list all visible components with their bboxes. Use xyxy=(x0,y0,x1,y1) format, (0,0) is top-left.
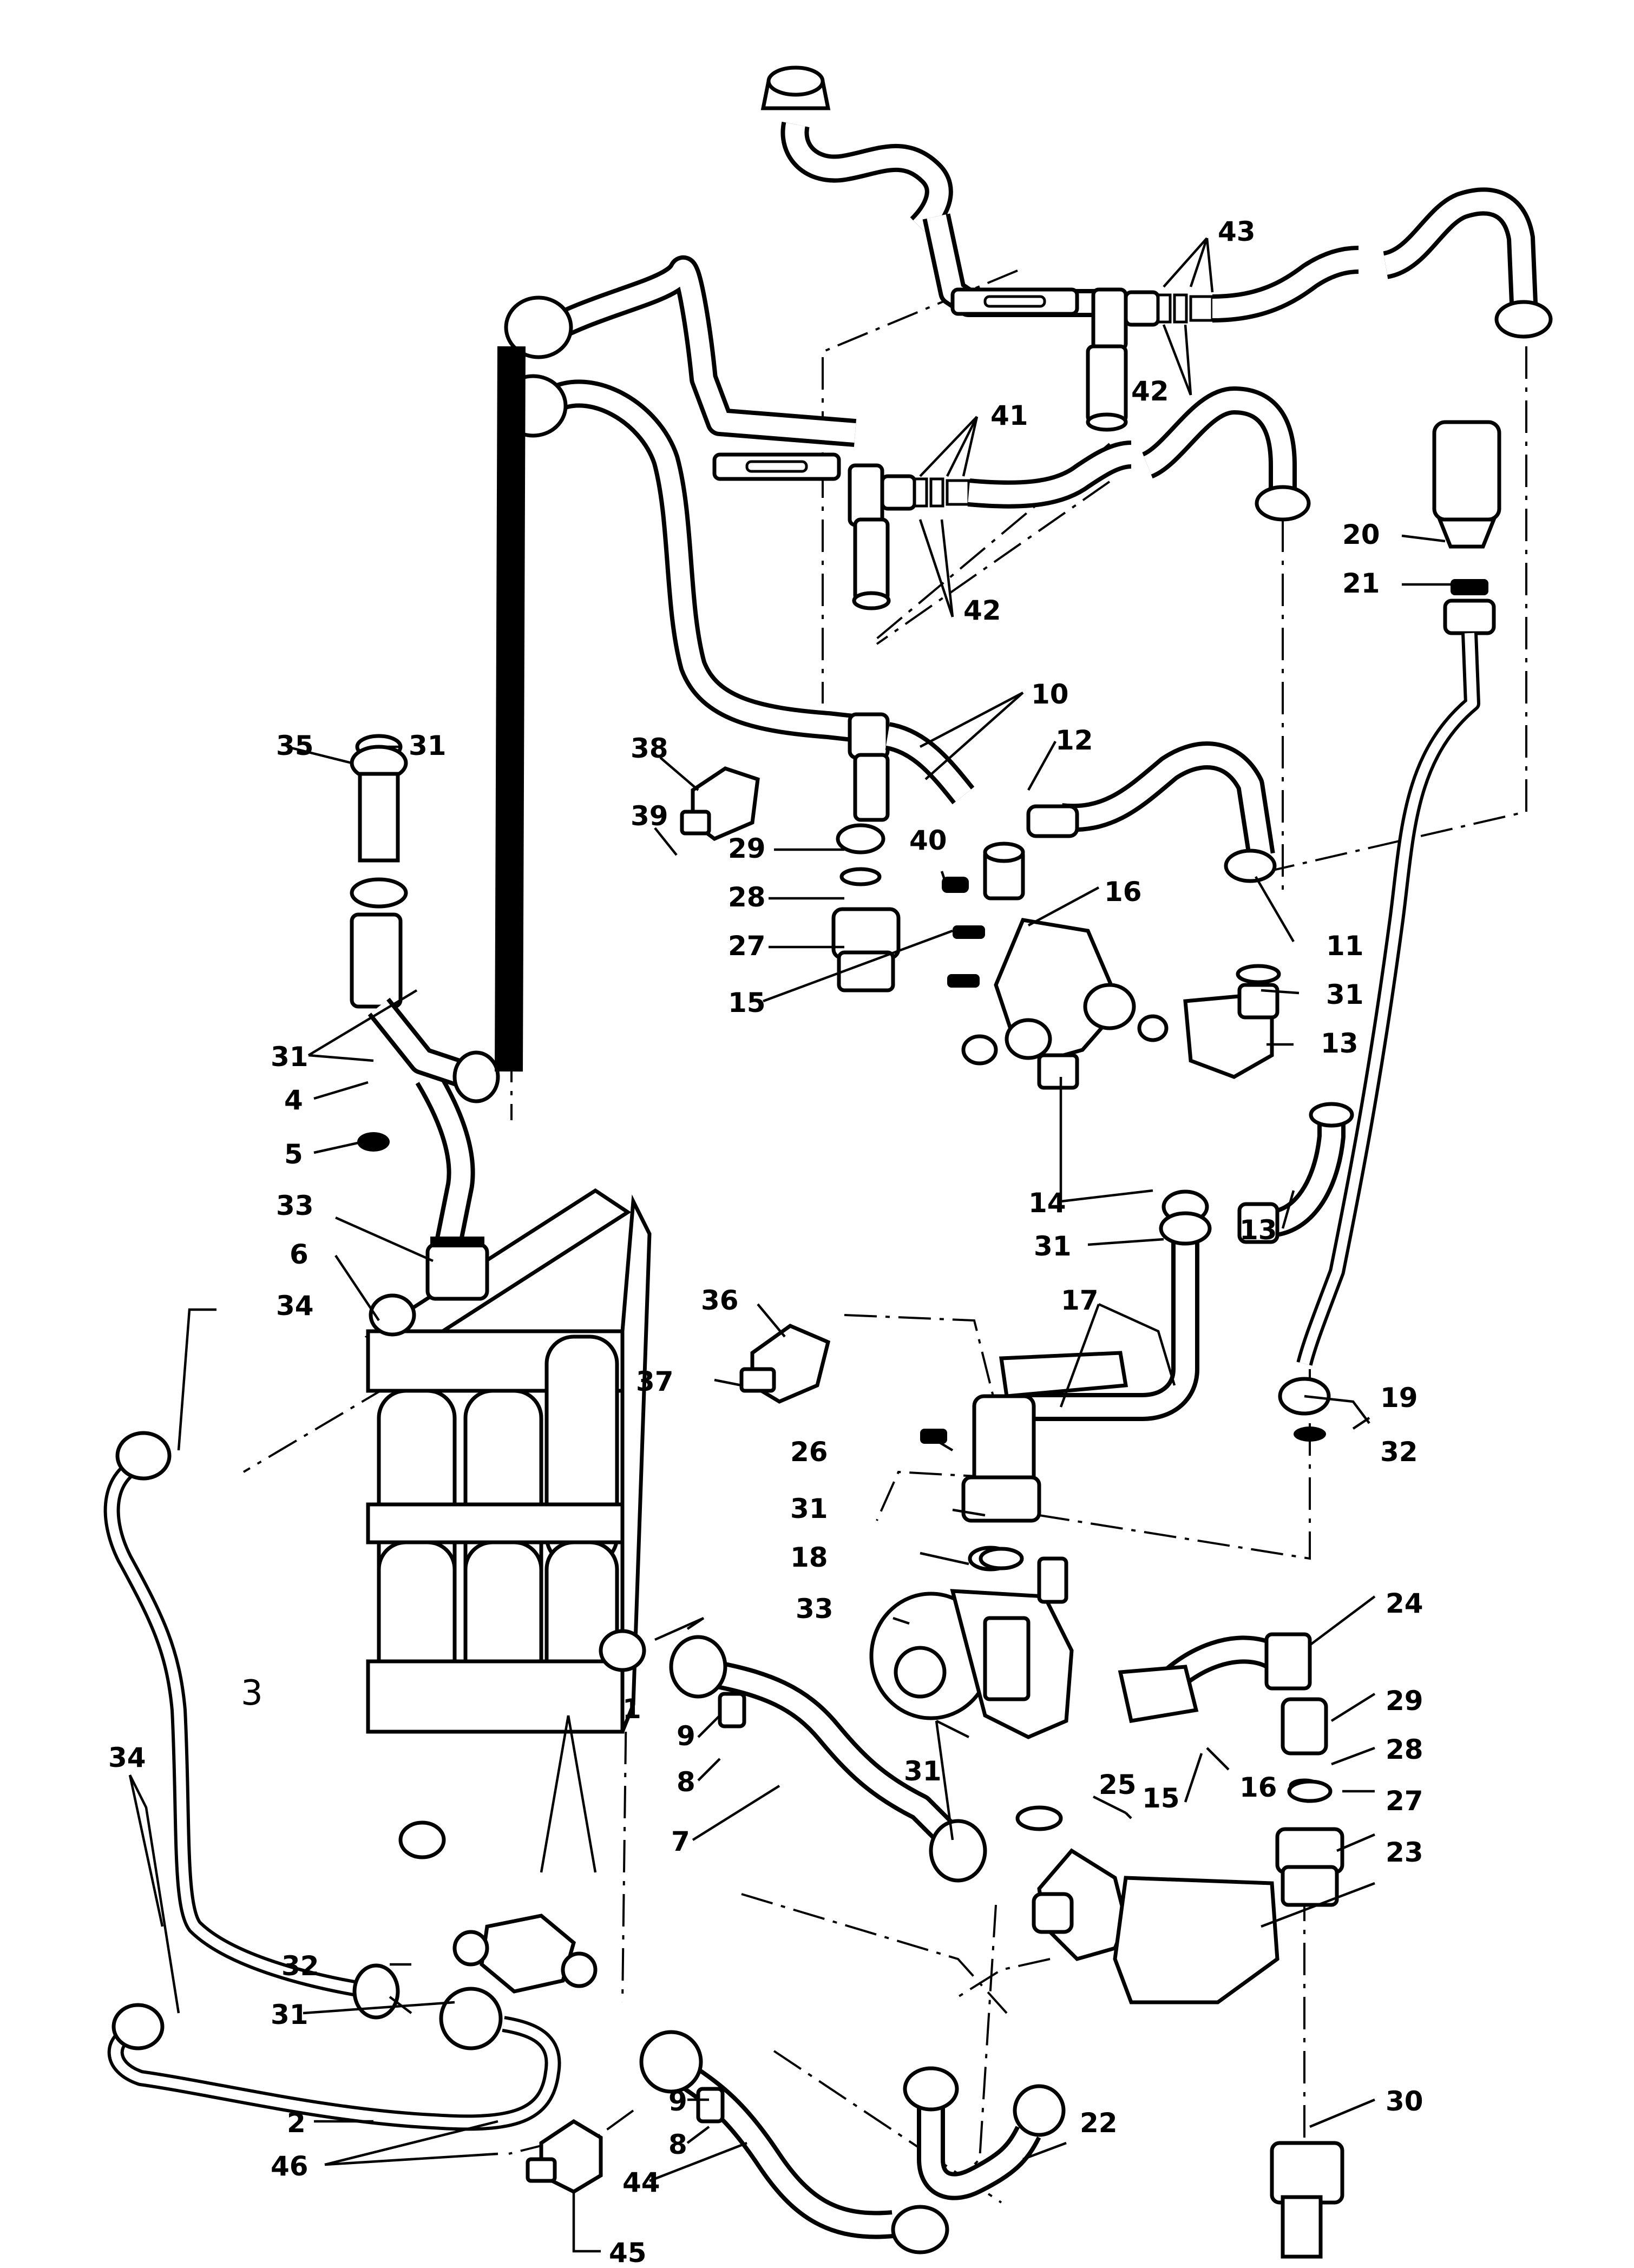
valve-block-14 xyxy=(942,842,1169,1090)
label-23: 23 xyxy=(1386,1837,1423,1868)
label-27-right: 27 xyxy=(1386,1785,1423,1817)
label-31-lower: 31 xyxy=(904,1756,942,1787)
label-39: 39 xyxy=(631,800,668,832)
label-6: 6 xyxy=(290,1239,309,1270)
bypass-1 xyxy=(452,1914,598,1994)
label-16-top: 16 xyxy=(1104,876,1142,908)
label-12: 12 xyxy=(1055,725,1093,756)
pump-18 xyxy=(869,1546,1074,1739)
label-13-lower: 13 xyxy=(1239,1214,1277,1246)
label-35: 35 xyxy=(276,730,314,761)
pipe-3 xyxy=(103,1431,400,2020)
upper-branch-assembly xyxy=(760,65,1553,432)
valve-23 xyxy=(1015,1805,1279,2004)
label-28-left: 28 xyxy=(728,882,766,913)
leader-lines xyxy=(128,237,1456,2253)
fitting-27-right xyxy=(1270,1779,1344,2259)
label-31-top: 31 xyxy=(409,730,447,761)
sensor-38 xyxy=(680,766,760,842)
pipe-22 xyxy=(903,2066,1066,2200)
label-31-pump: 31 xyxy=(790,1493,828,1524)
label-7: 7 xyxy=(671,1826,690,1857)
label-15-top: 15 xyxy=(728,987,766,1018)
pipe-7 xyxy=(669,1635,987,1883)
label-9-upper: 9 xyxy=(677,1720,695,1752)
label-27-left: 27 xyxy=(728,930,766,962)
label-44: 44 xyxy=(622,2167,660,2198)
actuator-13 xyxy=(1183,964,1354,1244)
label-34-lower: 34 xyxy=(108,1742,146,1773)
label-13-upper: 13 xyxy=(1321,1028,1359,1059)
label-42-upper: 42 xyxy=(1131,376,1169,407)
middle-branch-assembly xyxy=(504,255,1311,610)
label-32-left: 32 xyxy=(281,1950,319,1982)
label-8-lower: 8 xyxy=(668,2129,687,2160)
label-30: 30 xyxy=(1386,2086,1423,2117)
label-1: 1 xyxy=(622,1693,641,1725)
label-43: 43 xyxy=(1218,216,1256,247)
pipe-11 xyxy=(1026,741,1277,883)
label-34-top: 34 xyxy=(276,1290,314,1322)
label-26: 26 xyxy=(790,1436,828,1468)
label-33-mid: 33 xyxy=(796,1593,834,1625)
label-24: 24 xyxy=(1386,1588,1423,1619)
sensor-45 xyxy=(526,2119,603,2194)
pipe-2 xyxy=(107,1987,561,2131)
label-38: 38 xyxy=(631,733,668,764)
label-5: 5 xyxy=(284,1139,303,1170)
sensor-36 xyxy=(739,1324,831,1404)
manifold-17 xyxy=(920,1189,1212,1570)
label-31-right: 31 xyxy=(1326,979,1364,1010)
label-3: 3 xyxy=(241,1673,263,1713)
label-16-lower: 16 xyxy=(1239,1772,1277,1803)
label-9-lower: 9 xyxy=(668,2086,687,2117)
fitting-27-left xyxy=(831,823,901,992)
label-45: 45 xyxy=(609,2237,647,2268)
label-18: 18 xyxy=(790,1542,828,1573)
pipe-19 xyxy=(1278,633,1480,1442)
label-28-right: 28 xyxy=(1386,1734,1423,1765)
filter-20 xyxy=(1432,420,1501,635)
part-labels: 43 42 41 42 20 21 10 12 35 31 38 39 29 4… xyxy=(108,216,1423,2268)
label-46: 46 xyxy=(271,2151,309,2182)
label-31-bottom: 31 xyxy=(271,1999,309,2030)
label-41: 41 xyxy=(990,400,1028,431)
label-17: 17 xyxy=(1061,1285,1099,1316)
label-32-right: 32 xyxy=(1380,1436,1418,1468)
label-11: 11 xyxy=(1326,930,1364,962)
label-14: 14 xyxy=(1028,1187,1066,1219)
label-21: 21 xyxy=(1342,568,1380,599)
alignment-lines xyxy=(242,269,1527,2204)
label-29-left: 29 xyxy=(728,833,766,864)
label-33-top: 33 xyxy=(276,1190,314,1221)
elbow-24 xyxy=(1118,1632,1328,1793)
label-22: 22 xyxy=(1080,2107,1118,2139)
label-2: 2 xyxy=(287,2107,306,2139)
label-36: 36 xyxy=(701,1285,739,1316)
label-8-upper: 8 xyxy=(677,1766,695,1798)
main-return-pipe xyxy=(498,374,975,822)
pipe-44 xyxy=(639,2030,949,2254)
label-20: 20 xyxy=(1342,519,1380,550)
label-15-lower: 15 xyxy=(1142,1783,1180,1814)
label-37: 37 xyxy=(636,1366,674,1397)
label-4: 4 xyxy=(284,1084,303,1116)
heat-exchanger-6 xyxy=(364,1069,652,1859)
label-25: 25 xyxy=(1099,1769,1137,1800)
label-29-right: 29 xyxy=(1386,1685,1423,1717)
label-31-left: 31 xyxy=(271,1041,309,1073)
label-31-mid: 31 xyxy=(1034,1231,1072,1262)
fitting-4 xyxy=(350,346,526,1152)
label-42-lower: 42 xyxy=(963,595,1001,626)
label-10: 10 xyxy=(1031,679,1069,710)
label-19: 19 xyxy=(1380,1382,1418,1414)
label-40: 40 xyxy=(909,825,947,856)
